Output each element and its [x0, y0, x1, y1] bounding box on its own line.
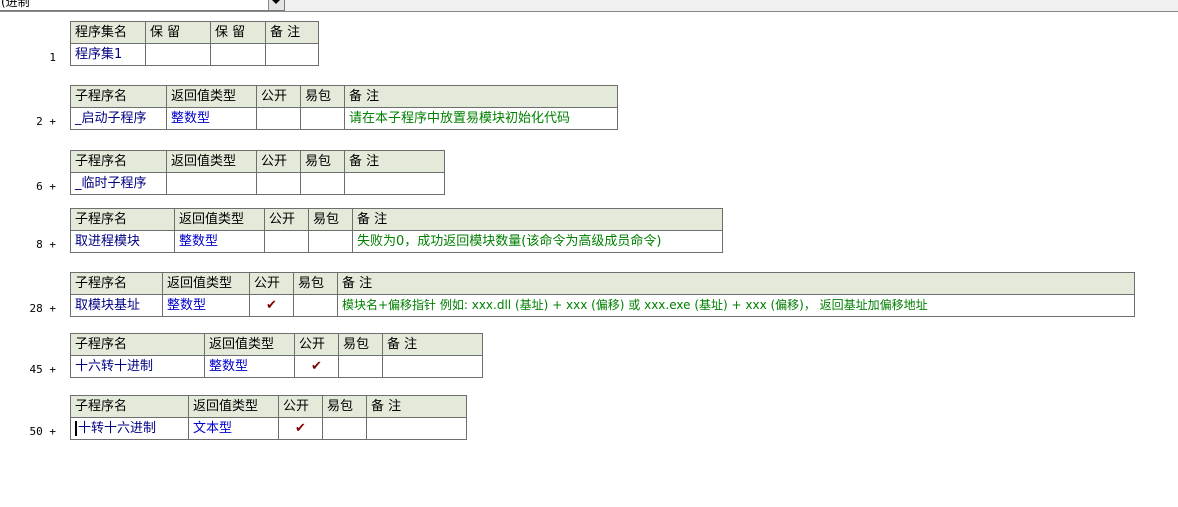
header-program-set-name: 程序集名: [70, 21, 146, 44]
sub-table: 子程序名 返回值类型 公开 易包 备 注 _启动子程序 整数型 请在本子程序中放…: [70, 85, 618, 130]
return-type-cell[interactable]: [166, 172, 257, 195]
header-sub-name: 子程序名: [70, 272, 163, 295]
header-sub-name: 子程序名: [70, 395, 189, 418]
sub-name-cell[interactable]: 十六转十进制: [70, 355, 205, 378]
easy-pack-cell[interactable]: [308, 230, 353, 253]
sub-name-cell[interactable]: 十转十六进制: [70, 417, 189, 440]
line-number: 2 +: [36, 115, 56, 128]
public-cell[interactable]: ✔: [294, 355, 339, 378]
header-public: 公开: [256, 150, 301, 173]
public-cell[interactable]: [256, 107, 301, 130]
text-cursor: [75, 421, 77, 436]
header-public: 公开: [249, 272, 294, 295]
header-easy-pack: 易包: [338, 333, 383, 356]
header-sub-name: 子程序名: [70, 150, 167, 173]
checkmark-icon: ✔: [266, 298, 277, 313]
header-remark: 备 注: [344, 150, 445, 173]
line-number: 50 +: [29, 425, 57, 438]
line-number: 6 +: [36, 180, 56, 193]
remark-cell[interactable]: [382, 355, 483, 378]
return-type-cell[interactable]: 整数型: [162, 294, 250, 317]
line-number: 45 +: [29, 363, 57, 376]
return-type-cell[interactable]: 文本型: [188, 417, 279, 440]
header-return-type: 返回值类型: [162, 272, 250, 295]
sub-table: 子程序名 返回值类型 公开 易包 备 注 取进程模块 整数型 失败为0，成功返回…: [70, 208, 723, 253]
checkmark-icon: ✔: [295, 421, 306, 436]
remark-cell[interactable]: [344, 172, 445, 195]
sub-table: 子程序名 返回值类型 公开 易包 备 注 十转十六进制 文本型 ✔: [70, 395, 467, 440]
remark-cell[interactable]: 请在本子程序中放置易模块初始化代码: [344, 107, 618, 130]
header-return-type: 返回值类型: [174, 208, 265, 231]
remark-cell[interactable]: 失败为0，成功返回模块数量(该命令为高级成员命令): [352, 230, 723, 253]
header-public: 公开: [264, 208, 309, 231]
return-type-cell[interactable]: 整数型: [166, 107, 257, 130]
public-cell[interactable]: ✔: [278, 417, 323, 440]
header-remark: 备 注: [352, 208, 723, 231]
line-number: 28 +: [29, 302, 57, 315]
sub-table: 子程序名 返回值类型 公开 易包 备 注 十六转十进制 整数型 ✔: [70, 333, 483, 378]
public-cell[interactable]: [256, 172, 301, 195]
sub-name-cell[interactable]: _启动子程序: [70, 107, 167, 130]
return-type-cell[interactable]: 整数型: [204, 355, 295, 378]
reserved-cell-1[interactable]: [145, 43, 211, 66]
header-remark: 备 注: [344, 85, 618, 108]
easy-pack-cell[interactable]: [300, 107, 345, 130]
reserved-cell-2[interactable]: [210, 43, 266, 66]
sub-name-text: 十转十六进制: [78, 421, 157, 436]
dropdown-arrow-icon[interactable]: [268, 0, 284, 10]
line-number: 1: [49, 51, 56, 64]
header-return-type: 返回值类型: [166, 150, 257, 173]
header-easy-pack: 易包: [300, 85, 345, 108]
sub-name-cell[interactable]: 取进程模块: [70, 230, 175, 253]
header-return-type: 返回值类型: [188, 395, 279, 418]
program-set-name-cell[interactable]: 程序集1: [70, 43, 146, 66]
checkmark-icon: ✔: [311, 359, 322, 374]
return-type-cell[interactable]: 整数型: [174, 230, 265, 253]
remark-cell[interactable]: [265, 43, 319, 66]
header-sub-name: 子程序名: [70, 333, 205, 356]
program-set-table: 程序集名 保 留 保 留 备 注 程序集1: [70, 21, 319, 66]
sub-table: 子程序名 返回值类型 公开 易包 备 注 取模块基址 整数型 ✔ 模块名+偏移指…: [70, 272, 1135, 317]
header-easy-pack: 易包: [308, 208, 353, 231]
easy-pack-cell[interactable]: [300, 172, 345, 195]
public-cell[interactable]: ✔: [249, 294, 294, 317]
sub-name-cell[interactable]: 取模块基址: [70, 294, 163, 317]
header-public: 公开: [294, 333, 339, 356]
line-number: 8 +: [36, 238, 56, 251]
header-easy-pack: 易包: [300, 150, 345, 173]
easy-pack-cell[interactable]: [322, 417, 367, 440]
object-combo-box[interactable]: (进制: [0, 0, 285, 11]
header-easy-pack: 易包: [322, 395, 367, 418]
header-sub-name: 子程序名: [70, 85, 167, 108]
header-remark: 备 注: [366, 395, 467, 418]
sub-name-cell[interactable]: _临时子程序: [70, 172, 167, 195]
header-reserved-1: 保 留: [145, 21, 211, 44]
header-remark: 备 注: [337, 272, 1135, 295]
top-toolbar: (进制: [0, 0, 1178, 12]
remark-cell[interactable]: 模块名+偏移指针 例如: xxx.dll (基址) + xxx (偏移) 或 x…: [337, 294, 1135, 317]
easy-pack-cell[interactable]: [338, 355, 383, 378]
sub-table: 子程序名 返回值类型 公开 易包 备 注 _临时子程序: [70, 150, 445, 195]
header-return-type: 返回值类型: [166, 85, 257, 108]
header-remark: 备 注: [382, 333, 483, 356]
header-return-type: 返回值类型: [204, 333, 295, 356]
header-remark: 备 注: [265, 21, 319, 44]
header-public: 公开: [278, 395, 323, 418]
remark-cell[interactable]: [366, 417, 467, 440]
header-easy-pack: 易包: [293, 272, 338, 295]
header-sub-name: 子程序名: [70, 208, 175, 231]
header-public: 公开: [256, 85, 301, 108]
public-cell[interactable]: [264, 230, 309, 253]
easy-pack-cell[interactable]: [293, 294, 338, 317]
combo-text: (进制: [1, 0, 30, 9]
header-reserved-2: 保 留: [210, 21, 266, 44]
